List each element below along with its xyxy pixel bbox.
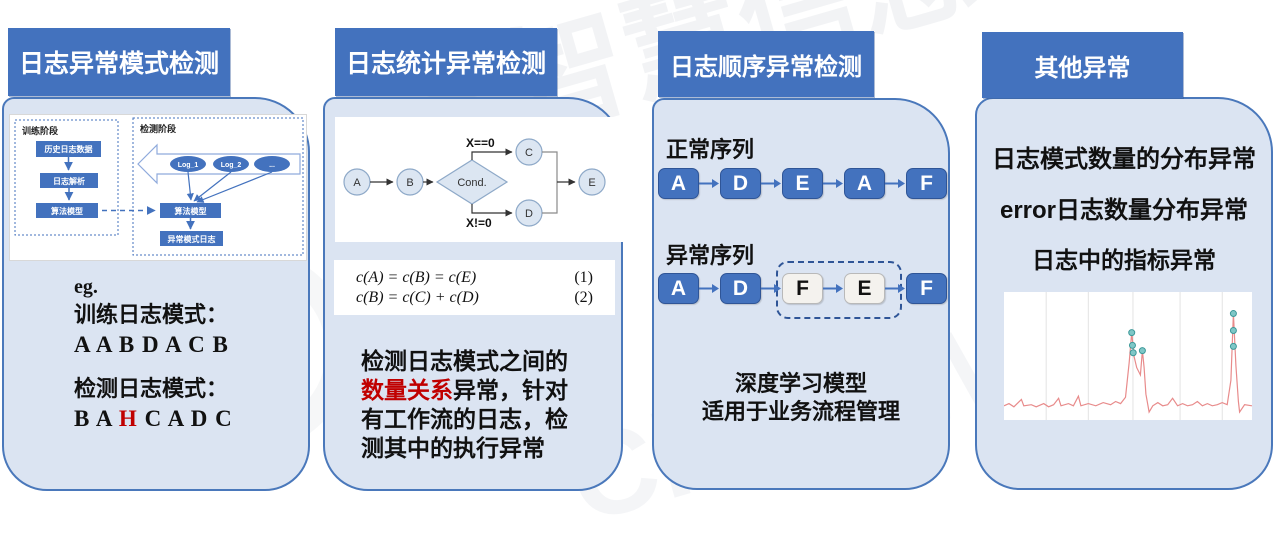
history-log-data-box	[36, 141, 101, 157]
branch-label-x-eq-0: X==0	[466, 136, 495, 150]
normal-seq-box-4: A	[844, 168, 885, 199]
panel-title-log-sequence: 日志顺序异常检测	[658, 31, 874, 97]
anomaly-pattern-log-label: 异常模式日志	[168, 234, 216, 244]
desc-line-4: 测其中的执行异常	[361, 435, 545, 461]
panel-other-anomaly: 日志模式数量的分布异常 error日志数量分布异常 日志中的指标异常	[975, 97, 1273, 490]
normal-seq-box-2: D	[720, 168, 761, 199]
formula-1-expression: c(A) = c(B) = c(E)	[356, 268, 477, 286]
log-parse-box	[40, 173, 98, 188]
train-pattern-sequence: A A B D A C B	[74, 332, 229, 357]
statistics-description: 检测日志模式之间的 数量关系异常，针对 有工作流的日志，检 测其中的执行异常	[361, 347, 601, 463]
detect-model-label: 算法模型	[175, 206, 207, 216]
branch-label-x-ne-0: X!=0	[466, 216, 492, 230]
normal-seq-box-3: E	[782, 168, 823, 199]
log2-label: Log_2	[221, 162, 242, 169]
panel-log-statistics-detection: A B Cond. C D E X==0 X!=0 c(A) = c(B) = …	[323, 97, 624, 491]
abnormal-seq-box-1: A	[658, 273, 699, 304]
arrow-icon	[761, 284, 781, 293]
abnormal-seq-box-4-anomaly: E	[844, 273, 885, 304]
desc-line-1: 检测日志模式之间的	[361, 348, 568, 374]
other-anomaly-line3: 日志中的指标异常	[1032, 247, 1216, 273]
abnormal-seq-box-2: D	[720, 273, 761, 304]
other-anomaly-line1: 日志模式数量的分布异常	[992, 146, 1256, 173]
anomaly-point	[1128, 341, 1136, 349]
detect-pattern-label: 检测日志模式：	[74, 376, 229, 401]
node-e-label: E	[588, 177, 595, 189]
detect-seq-anomaly-letter: H	[118, 406, 138, 431]
node-c-label: C	[525, 147, 533, 159]
normal-sequence-label: 正常序列	[666, 137, 755, 162]
desc-highlight-quantity-relation: 数量关系	[361, 377, 453, 403]
eg-label: eg.	[74, 276, 98, 298]
normal-seq-box-5: F	[906, 168, 947, 199]
formula-2-expression: c(B) = c(C) + c(D)	[356, 288, 479, 306]
formula-row-1: c(A) = c(B) = c(E) (1)	[334, 269, 615, 287]
normal-sequence-row: A D E A F	[658, 168, 947, 199]
log1-label: Log_1	[178, 162, 199, 169]
train-model-box	[36, 203, 98, 218]
anomaly-point	[1129, 349, 1137, 357]
panel-log-sequence-detection: 正常序列 A D E A F 异常序列 A D F E F 深度学习模型 适用于…	[652, 98, 950, 490]
history-log-data-label: 历史日志数据	[45, 144, 93, 154]
desc-line-3: 有工作流的日志，检	[361, 406, 568, 432]
anomaly-point	[1229, 342, 1237, 350]
formula-row-2: c(B) = c(C) + c(D) (2)	[334, 289, 615, 307]
abnormal-sequence-label: 异常序列	[666, 243, 755, 268]
anomaly-point	[1128, 329, 1136, 337]
metric-anomaly-chart	[1004, 292, 1252, 420]
deep-learning-note-line1: 深度学习模型	[734, 371, 867, 396]
formula-1-number: (1)	[574, 268, 593, 286]
desc-line-2-rest: 异常，针对	[453, 377, 568, 403]
deep-learning-note-line2: 适用于业务流程管理	[701, 399, 900, 424]
desc-line-2: 数量关系异常，针对	[361, 376, 601, 405]
abnormal-seq-box-3-anomaly: F	[782, 273, 823, 304]
node-e	[578, 168, 606, 196]
anomaly-pattern-log-box	[160, 231, 223, 246]
anomaly-point	[1138, 347, 1146, 355]
log1-ellipse	[170, 156, 206, 172]
log-parse-label: 日志解析	[53, 176, 85, 186]
node-d-label: D	[525, 208, 533, 220]
log-more-label: ...	[269, 162, 275, 169]
anomaly-point	[1229, 310, 1237, 318]
formula-2-number: (2)	[574, 288, 593, 306]
arrow-icon	[699, 284, 719, 293]
panel-title-log-statistics: 日志统计异常检测	[335, 28, 557, 96]
node-cond-label: Cond.	[457, 177, 486, 189]
other-anomaly-line2: error日志数量分布异常	[999, 197, 1249, 224]
train-phase-box	[14, 119, 119, 236]
detect-phase-box	[132, 117, 304, 256]
arrow-icon	[885, 284, 905, 293]
panel-title-other-anomaly: 其他异常	[982, 32, 1183, 98]
node-a-label: A	[353, 177, 361, 189]
node-b-label: B	[406, 177, 413, 189]
count-formula-box: c(A) = c(B) = c(E) (1) c(B) = c(C) + c(D…	[334, 260, 615, 315]
arrow-icon	[885, 179, 905, 188]
panel-log-pattern-detection: 训练阶段 历史日志数据 日志解析 算法模型 检测阶段 Log_1 Log_2 .…	[2, 97, 310, 491]
detect-seq-normal-prefix: B A	[74, 406, 119, 431]
train-detect-flow-diagram: 训练阶段 历史日志数据 日志解析 算法模型 检测阶段 Log_1 Log_2 .…	[9, 114, 307, 261]
train-model-label: 算法模型	[51, 206, 83, 216]
abnormal-seq-box-5: F	[906, 273, 947, 304]
anomaly-point	[1229, 327, 1237, 334]
abnormal-sequence-row: A D F E F	[658, 273, 947, 304]
workflow-flowchart: A B Cond. C D E X==0 X!=0	[335, 117, 624, 242]
arrow-icon	[699, 179, 719, 188]
arrow-icon	[761, 179, 781, 188]
arrow-icon	[823, 179, 843, 188]
detect-phase-label: 检测阶段	[140, 123, 177, 134]
train-pattern-label: 训练日志模式：	[74, 302, 229, 327]
detect-pattern-sequence: B A H C A D C	[74, 404, 233, 434]
pattern-example-block: eg. 训练日志模式： A A B D A C B 检测日志模式： B A H …	[74, 274, 233, 434]
detect-seq-normal-suffix: C A D C	[137, 406, 233, 431]
train-phase-label: 训练阶段	[22, 125, 59, 136]
normal-seq-box-1: A	[658, 168, 699, 199]
log2-ellipse	[213, 156, 249, 172]
detect-model-box	[160, 203, 221, 218]
log-more-ellipse	[254, 156, 290, 172]
panel-title-log-pattern: 日志异常模式检测	[8, 28, 230, 96]
arrow-icon	[823, 284, 843, 293]
